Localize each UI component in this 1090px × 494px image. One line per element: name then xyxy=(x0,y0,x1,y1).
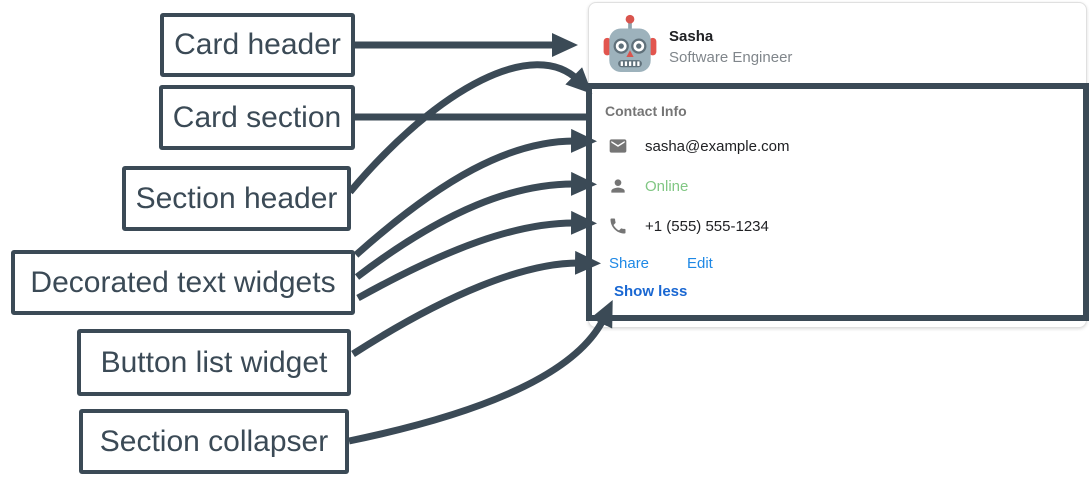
arrow-decorated-phone xyxy=(356,210,597,302)
label-box-section-header: Section header xyxy=(122,166,351,231)
phone-text: +1 (555) 555-1234 xyxy=(645,217,769,235)
label-box-card-header: Card header xyxy=(160,13,355,77)
label-section-collapser: Section collapser xyxy=(99,424,329,458)
label-box-card-section: Card section xyxy=(159,85,355,150)
label-box-decorated-text-widgets: Decorated text widgets xyxy=(11,250,355,315)
section-header-title: Contact Info xyxy=(605,103,687,119)
label-card-header: Card header xyxy=(174,28,341,61)
contact-row-email: sasha@example.com xyxy=(608,134,789,158)
contact-row-phone: +1 (555) 555-1234 xyxy=(608,214,769,238)
arrow-decorated-online xyxy=(354,171,597,280)
label-decorated-text-widgets: Decorated text widgets xyxy=(30,265,336,299)
arrow-decorated-email xyxy=(353,128,597,258)
share-button[interactable]: Share xyxy=(609,255,650,272)
label-box-button-list-widget: Button list widget xyxy=(77,329,351,396)
robot-avatar-icon xyxy=(603,14,657,72)
label-button-list-widget: Button list widget xyxy=(100,345,328,379)
arrow-section-collapser xyxy=(348,300,613,445)
arrow-section-header xyxy=(347,61,593,195)
email-icon xyxy=(609,139,627,153)
edit-button[interactable]: Edit xyxy=(687,255,713,272)
contact-card: Sasha Software Engineer Contact Info sas… xyxy=(588,2,1087,328)
card-header-name: Sasha xyxy=(669,28,714,45)
show-less-button[interactable]: Show less xyxy=(614,283,688,300)
label-section-header: Section header xyxy=(135,181,338,215)
arrow-button-list xyxy=(351,250,601,357)
phone-icon xyxy=(610,218,626,234)
email-text: sasha@example.com xyxy=(645,137,790,155)
contact-row-status: Online xyxy=(608,174,688,198)
person-icon xyxy=(611,179,625,193)
label-card-section: Card section xyxy=(172,100,342,134)
label-box-section-collapser: Section collapser xyxy=(79,409,349,474)
online-status-text: Online xyxy=(645,177,689,195)
card-header-subtitle: Software Engineer xyxy=(669,49,793,66)
